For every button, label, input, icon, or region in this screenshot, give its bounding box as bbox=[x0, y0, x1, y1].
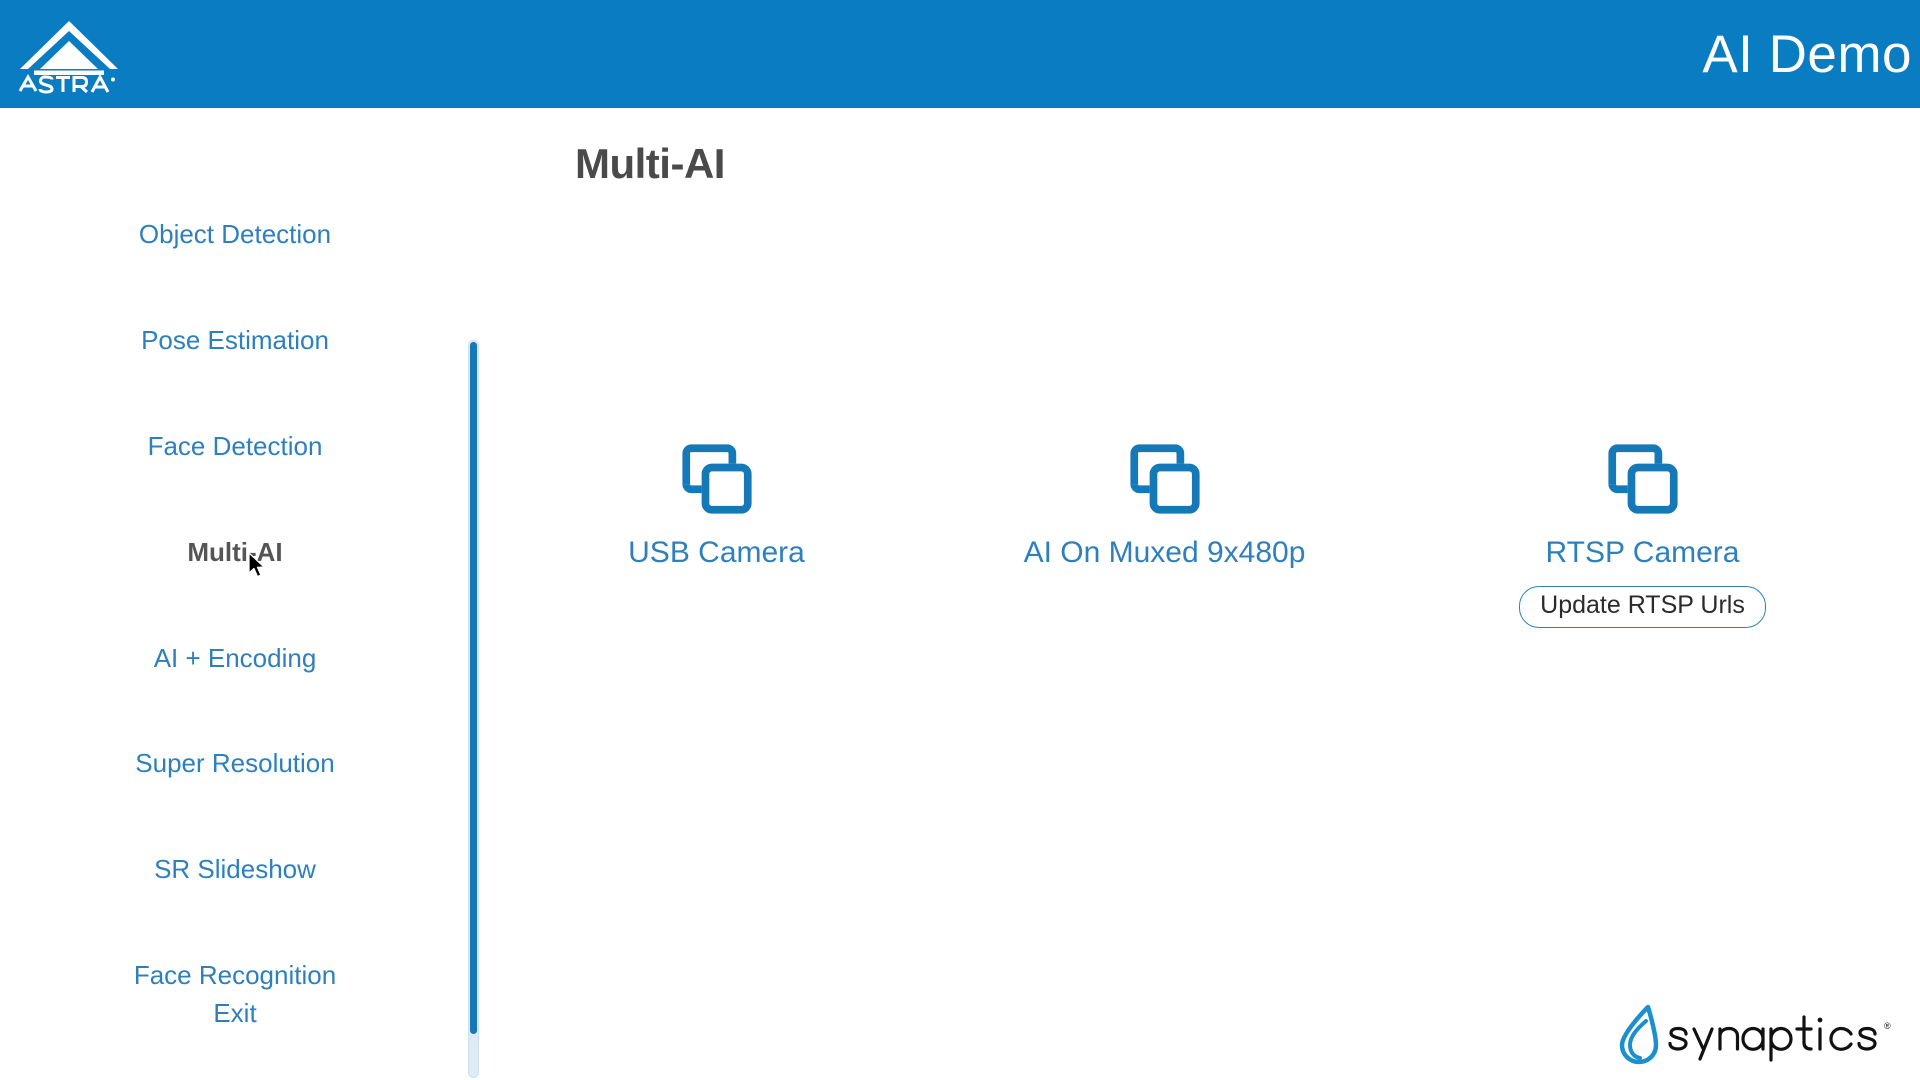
astra-logo bbox=[18, 21, 118, 94]
sidebar-scrollbar[interactable] bbox=[468, 340, 479, 1078]
sidebar-item-super-resolution[interactable]: Super Resolution bbox=[135, 748, 335, 779]
camera-card-label[interactable]: AI On Muxed 9x480p bbox=[1023, 536, 1306, 569]
copy-squares-icon[interactable] bbox=[676, 438, 758, 520]
droplet-icon bbox=[1619, 1004, 1659, 1065]
sidebar-item-sr-slideshow[interactable]: SR Slideshow bbox=[154, 854, 316, 885]
trademark-symbol: ® bbox=[1884, 1021, 1891, 1031]
sidebar-item-object-detection[interactable]: Object Detection bbox=[138, 219, 332, 249]
camera-card-label[interactable]: USB Camera bbox=[628, 536, 805, 569]
synaptics-wordmark: ® bbox=[1619, 1004, 1891, 1065]
sidebar-item-face-recognition[interactable]: Face Recognition bbox=[133, 960, 337, 991]
camera-card-usb[interactable]: USB Camera bbox=[520, 438, 913, 628]
update-rtsp-urls-button[interactable]: Update RTSP Urls bbox=[1519, 586, 1766, 628]
main-content: Multi-AI USB Camera AI On Muxed 9x480p bbox=[470, 108, 1920, 1080]
sidebar-item-exit[interactable]: Exit bbox=[213, 998, 257, 1029]
sidebar-item-multi-ai[interactable]: Multi-AI bbox=[187, 536, 283, 567]
copy-squares-icon[interactable] bbox=[1602, 438, 1684, 520]
sidebar-item-ai-encoding[interactable]: AI + Encoding bbox=[153, 642, 317, 673]
camera-card-row: USB Camera AI On Muxed 9x480p RTSP Camer… bbox=[470, 438, 1920, 628]
copy-squares-icon[interactable] bbox=[1124, 438, 1206, 520]
sidebar-nav: Object Detection Pose Estimation Face De… bbox=[0, 219, 470, 1029]
page-title: Multi-AI bbox=[575, 140, 725, 187]
camera-card-muxed[interactable]: AI On Muxed 9x480p bbox=[968, 438, 1361, 628]
app-title: AI Demo bbox=[1702, 24, 1912, 84]
synaptics-logo: ® bbox=[1612, 1000, 1912, 1070]
sidebar-scrollbar-thumb[interactable] bbox=[470, 342, 477, 1034]
app-header: AI Demo bbox=[0, 0, 1920, 108]
sidebar-item-pose-estimation[interactable]: Pose Estimation bbox=[141, 324, 329, 355]
camera-card-rtsp[interactable]: RTSP Camera Update RTSP Urls bbox=[1446, 438, 1839, 628]
camera-card-label[interactable]: RTSP Camera bbox=[1545, 536, 1740, 569]
sidebar: Object Detection Pose Estimation Face De… bbox=[0, 108, 479, 1080]
sidebar-item-face-detection[interactable]: Face Detection bbox=[147, 430, 323, 461]
